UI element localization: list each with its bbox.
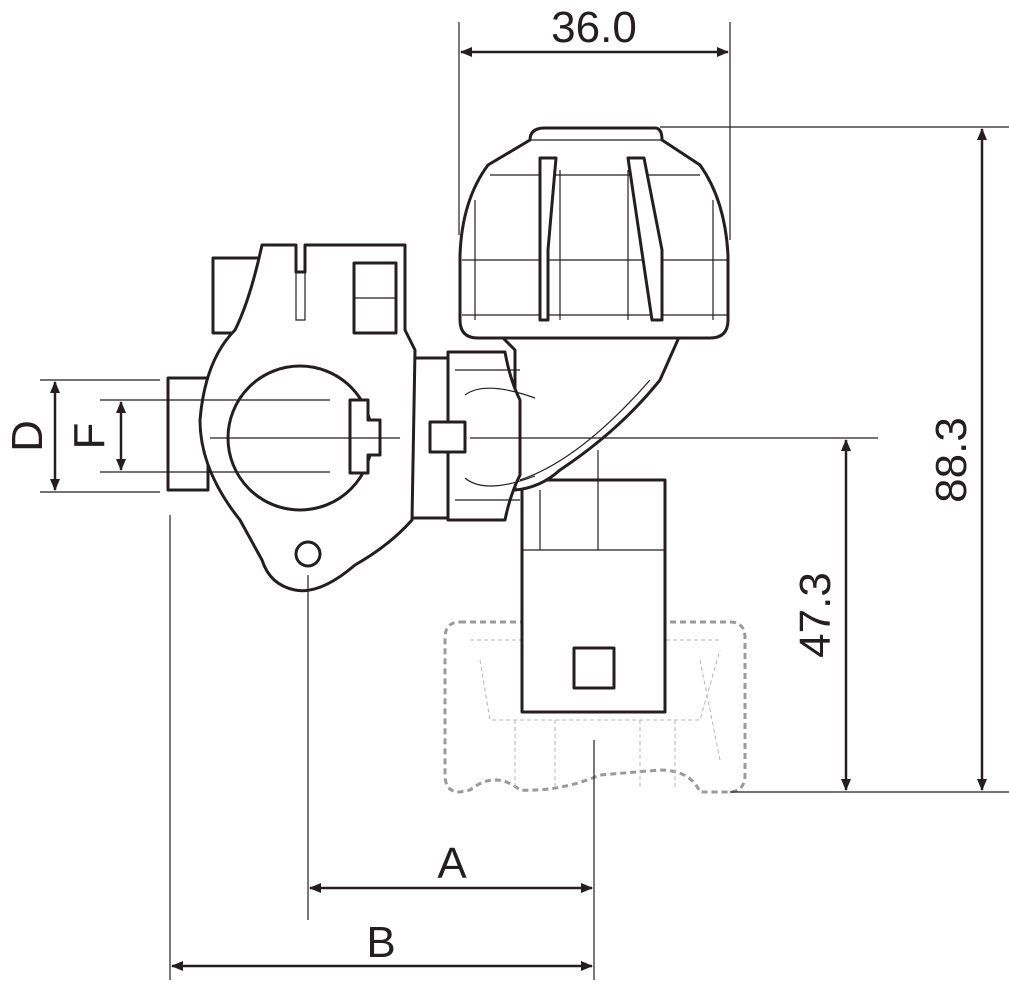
- dim-label-b: B: [366, 918, 395, 967]
- dim-label-height-axis: 47.3: [791, 572, 840, 658]
- dim-label-width: 36.0: [551, 3, 637, 52]
- dim-label-height-total: 88.3: [927, 417, 976, 503]
- dim-label-d: D: [3, 420, 52, 452]
- dim-label-a: A: [437, 839, 467, 888]
- ghost-nut-outline: [443, 620, 747, 794]
- connector-nut: [403, 350, 536, 522]
- valve-stem: [520, 450, 667, 714]
- pipe-clamp: [166, 243, 417, 593]
- valve-body: [498, 333, 682, 492]
- valve-cap: [458, 126, 730, 340]
- dimension-lines: [50, 47, 987, 971]
- extension-lines: [40, 22, 1009, 980]
- dim-label-f: F: [65, 423, 114, 450]
